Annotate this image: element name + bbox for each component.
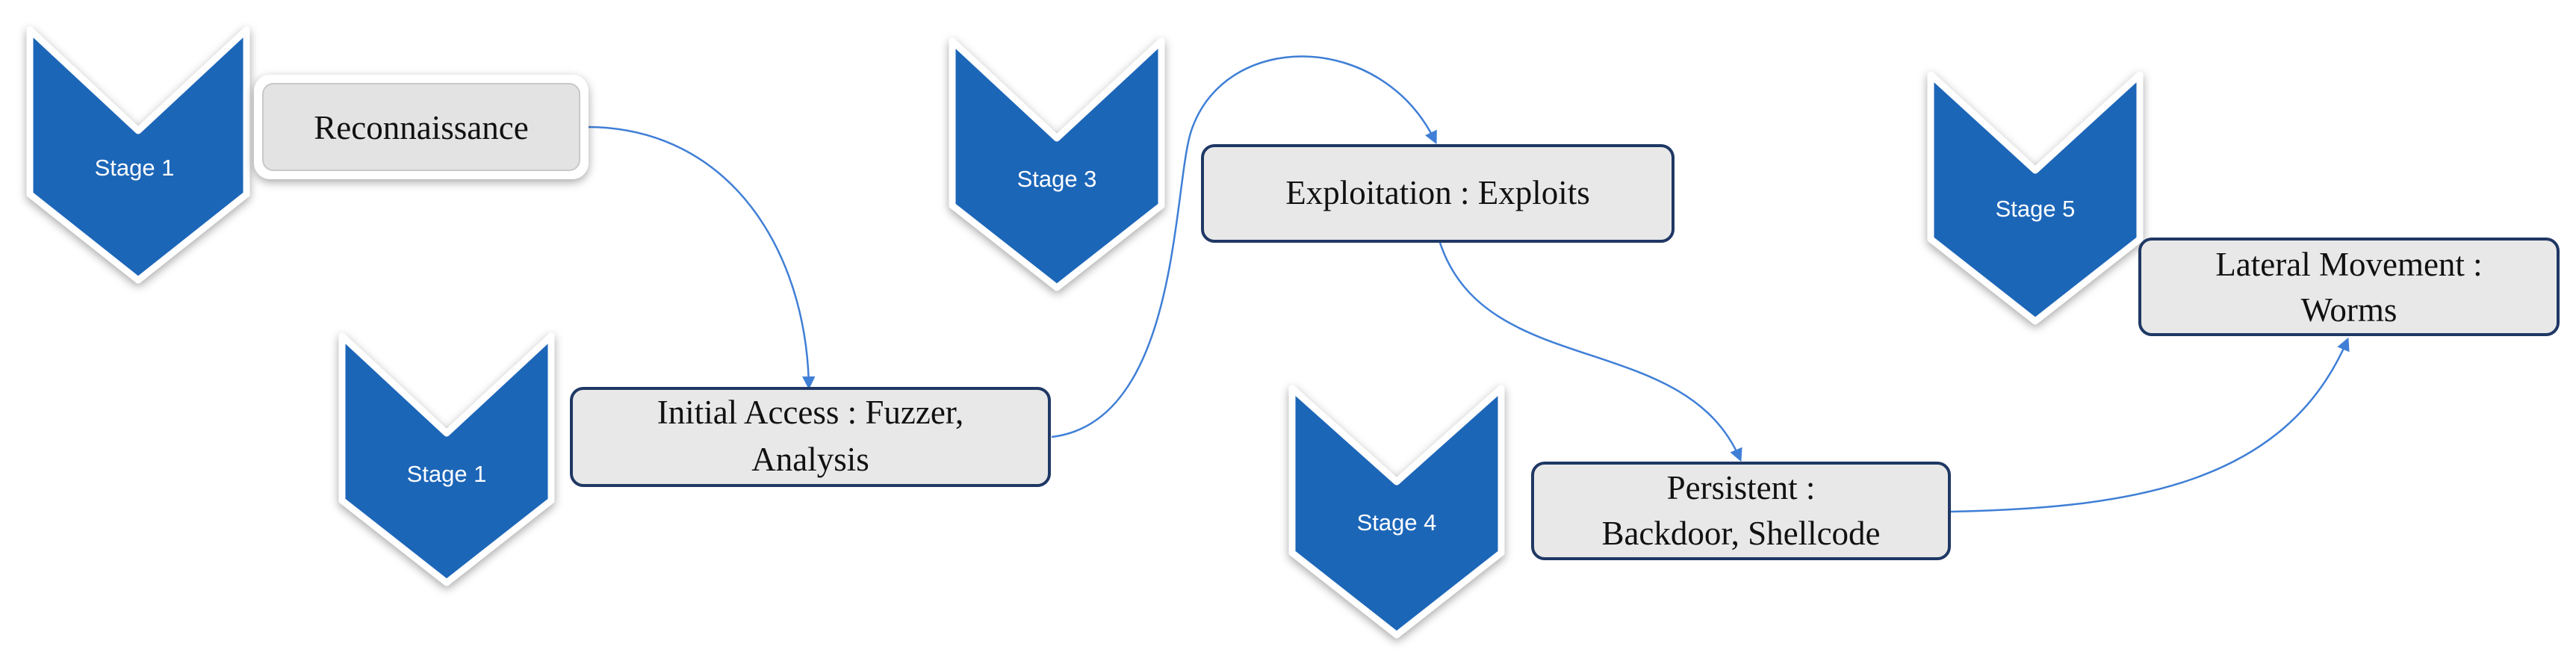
chevron-shape (949, 37, 1165, 291)
box-body (2138, 238, 2560, 336)
stage-label: Stage 5 (1996, 196, 2076, 222)
stage-label: Stage 1 (407, 461, 487, 487)
stage-chevron-1: Stage 1 (26, 26, 250, 284)
box-exploitation: Exploitation : Exploits (1201, 144, 1675, 243)
stage-chevron-5: Stage 5 (1927, 71, 2144, 325)
stage-label: Stage 4 (1357, 509, 1437, 536)
box-label-line-1: Persistent : (1667, 469, 1816, 506)
stage-chevron-2: Stage 1 (338, 332, 555, 586)
box-body (262, 83, 580, 171)
box-body (1531, 462, 1951, 560)
box-reconnaissance: Reconnaissance (254, 75, 589, 179)
box-label-line-2: Analysis (751, 441, 869, 478)
box-body (1201, 144, 1675, 243)
box-label: Reconnaissance (314, 109, 528, 146)
box-lateral-movement: Lateral Movement : Worms (2138, 238, 2560, 336)
box-label-line-2: Worms (2301, 291, 2397, 329)
stage-chevron-3: Stage 3 (949, 37, 1165, 291)
stage-chevron-4: Stage 4 (1288, 385, 1505, 639)
connector-reconnaissance-to-initial-access (586, 125, 816, 390)
chevron-shape (1927, 71, 2144, 325)
box-initial-access: Initial Access : Fuzzer, Analysis (570, 387, 1051, 487)
box-label-line-1: Initial Access : Fuzzer, (657, 394, 964, 431)
box-body (570, 387, 1051, 487)
stage-label: Stage 3 (1017, 166, 1097, 192)
box-label: Exploitation : Exploits (1285, 174, 1589, 211)
connector-persistent-to-lateral-movement (1950, 337, 2350, 513)
chevron-shape (1288, 385, 1505, 639)
box-persistent: Persistent : Backdoor, Shellcode (1531, 462, 1951, 560)
stage-label: Stage 1 (95, 155, 175, 181)
chevron-shape (338, 332, 555, 586)
box-label-line-2: Backdoor, Shellcode (1601, 515, 1880, 552)
chevron-shape (26, 26, 250, 284)
box-label-line-1: Lateral Movement : (2215, 246, 2482, 283)
connectors (586, 55, 2350, 513)
connector-initial-access-to-exploitation (1051, 55, 1437, 438)
connector-exploitation-to-persistent (1438, 242, 1742, 462)
